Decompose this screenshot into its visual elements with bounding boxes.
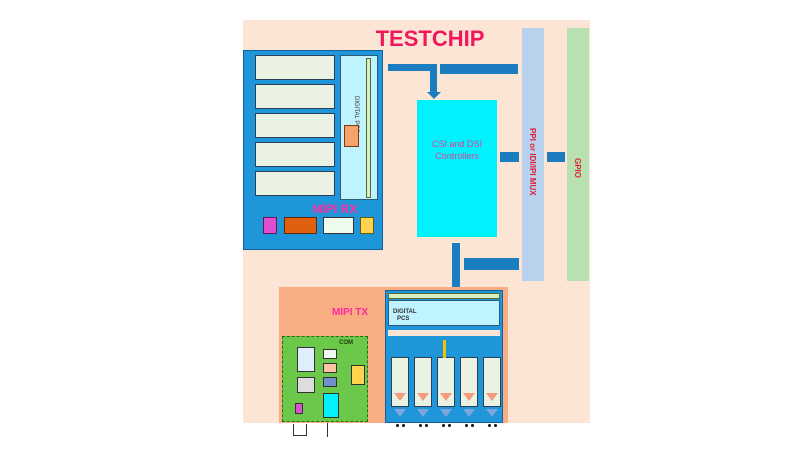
rx-lane-5 [255, 171, 335, 196]
tx-driver-icon [486, 393, 498, 401]
tx-driver-icon [417, 393, 429, 401]
tx-pin [442, 424, 445, 427]
com-sub-1 [323, 349, 337, 359]
arrow-head-down-icon [427, 92, 441, 99]
controller-mux-bus-bottom [464, 258, 519, 270]
gpio-block: GPIO [567, 28, 589, 281]
tx-pin [396, 424, 399, 427]
tx-pin [402, 424, 405, 427]
rx-lp-cdr-block [323, 217, 354, 234]
mipi-rx-label: MIPI RX [312, 202, 358, 216]
rx-digital-pcs-label: DIGITAL PCS [353, 96, 359, 133]
external-resistor-icon [293, 424, 307, 436]
com-control [323, 393, 339, 418]
rx-to-controller-arrow-v [430, 64, 437, 94]
tx-pin [488, 424, 491, 427]
rx-to-controller-arrow-h [388, 64, 436, 71]
tx-ppi-interface [388, 293, 500, 299]
rx-bias-gen [263, 217, 277, 234]
tx-pin [448, 424, 451, 427]
ppi-idi-ipi-mux: PPI or IDI/IPI MUX [522, 28, 544, 281]
rx-lane-2 [255, 84, 335, 109]
controllers-label-1: CSI and DSI [431, 139, 483, 149]
rx-lane-1 [255, 55, 335, 80]
controller-mux-bus-mid [500, 152, 519, 162]
tx-driver-icon [463, 393, 475, 401]
rx-ppi-interface [366, 58, 371, 198]
rx-ldo-block [360, 217, 374, 234]
com-sub-2 [323, 363, 337, 373]
com-block: COM [282, 336, 368, 422]
mipi-tx-label: MIPI TX [331, 307, 369, 318]
tx-buffer-icon [440, 409, 452, 417]
rx-lane-4 [255, 142, 335, 167]
tx-buffer-icon [394, 409, 406, 417]
rx-pll-block [284, 217, 317, 234]
tx-driver-icon [440, 393, 452, 401]
tx-pin [425, 424, 428, 427]
tx-buffer-icon [463, 409, 475, 417]
tx-pin [419, 424, 422, 427]
tx-buffer-icon [417, 409, 429, 417]
tx-clock-lane-strip [443, 340, 446, 358]
tx-pin [465, 424, 468, 427]
com-pll [297, 377, 315, 393]
tx-digital-pcs: DIGITAL PCS [388, 300, 500, 326]
controller-to-tx-arrow [452, 243, 460, 287]
tx-pcs-label-1: DIGITAL [393, 309, 417, 315]
external-pin-line [327, 423, 328, 437]
gpio-label: GPIO [573, 158, 582, 179]
tx-driver-icon [394, 393, 406, 401]
controller-mux-bus-top [440, 64, 518, 74]
rx-sync-block [344, 125, 359, 147]
com-resistor [295, 403, 303, 414]
mux-gpio-bus [547, 152, 565, 162]
com-sub-3 [323, 377, 337, 387]
controllers-label-2: Controllers [435, 151, 479, 161]
rx-lane-3 [255, 113, 335, 138]
com-label: COM [339, 340, 353, 346]
com-ldo [351, 365, 365, 385]
tx-pin [494, 424, 497, 427]
tx-pin [471, 424, 474, 427]
mux-label: PPI or IDI/IPI MUX [528, 128, 537, 196]
csi-dsi-controllers: CSI and DSI Controllers [417, 100, 497, 237]
com-bandgap [297, 347, 315, 372]
chip-title: TESTCHIP [375, 26, 485, 51]
tx-pcs-label-2: PCS [397, 316, 410, 322]
tx-serializer-strip [388, 330, 500, 336]
tx-buffer-icon [486, 409, 498, 417]
